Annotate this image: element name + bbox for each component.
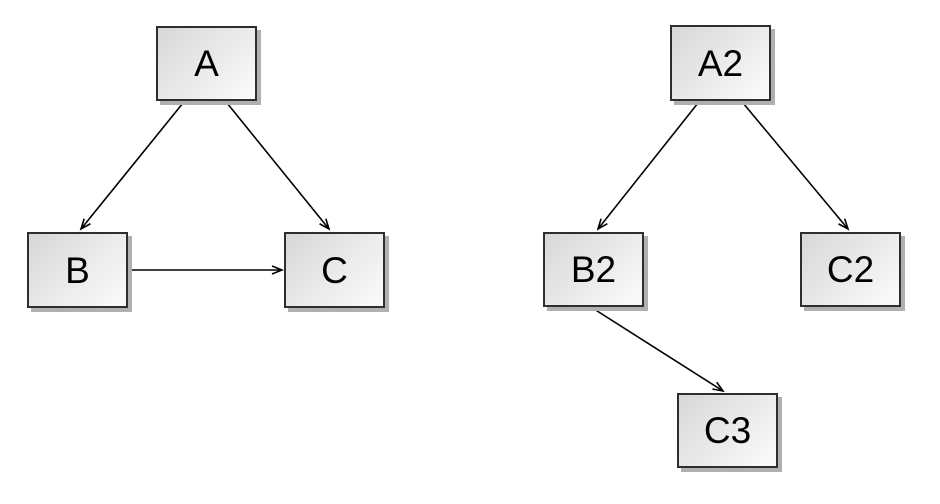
edge-a2-to-b2 <box>598 102 699 229</box>
node-label: A2 <box>697 42 744 84</box>
node-b: B <box>27 232 128 308</box>
node-label: C <box>321 249 348 291</box>
node-label: C2 <box>826 249 875 290</box>
edge-b2-to-c3 <box>593 308 723 391</box>
node-a: A <box>156 26 257 101</box>
node-label: B <box>65 249 90 291</box>
node-label: C3 <box>703 410 752 451</box>
edge-a-to-c <box>226 102 329 229</box>
edge-a2-to-c2 <box>742 102 848 229</box>
node-b2: B2 <box>543 232 644 307</box>
edge-a-to-b <box>81 102 184 229</box>
node-c: C <box>284 232 385 308</box>
node-label: A <box>194 43 219 84</box>
node-a2: A2 <box>670 25 771 101</box>
node-c3: C3 <box>677 393 778 468</box>
node-c2: C2 <box>800 232 901 307</box>
node-label: B2 <box>570 249 617 290</box>
